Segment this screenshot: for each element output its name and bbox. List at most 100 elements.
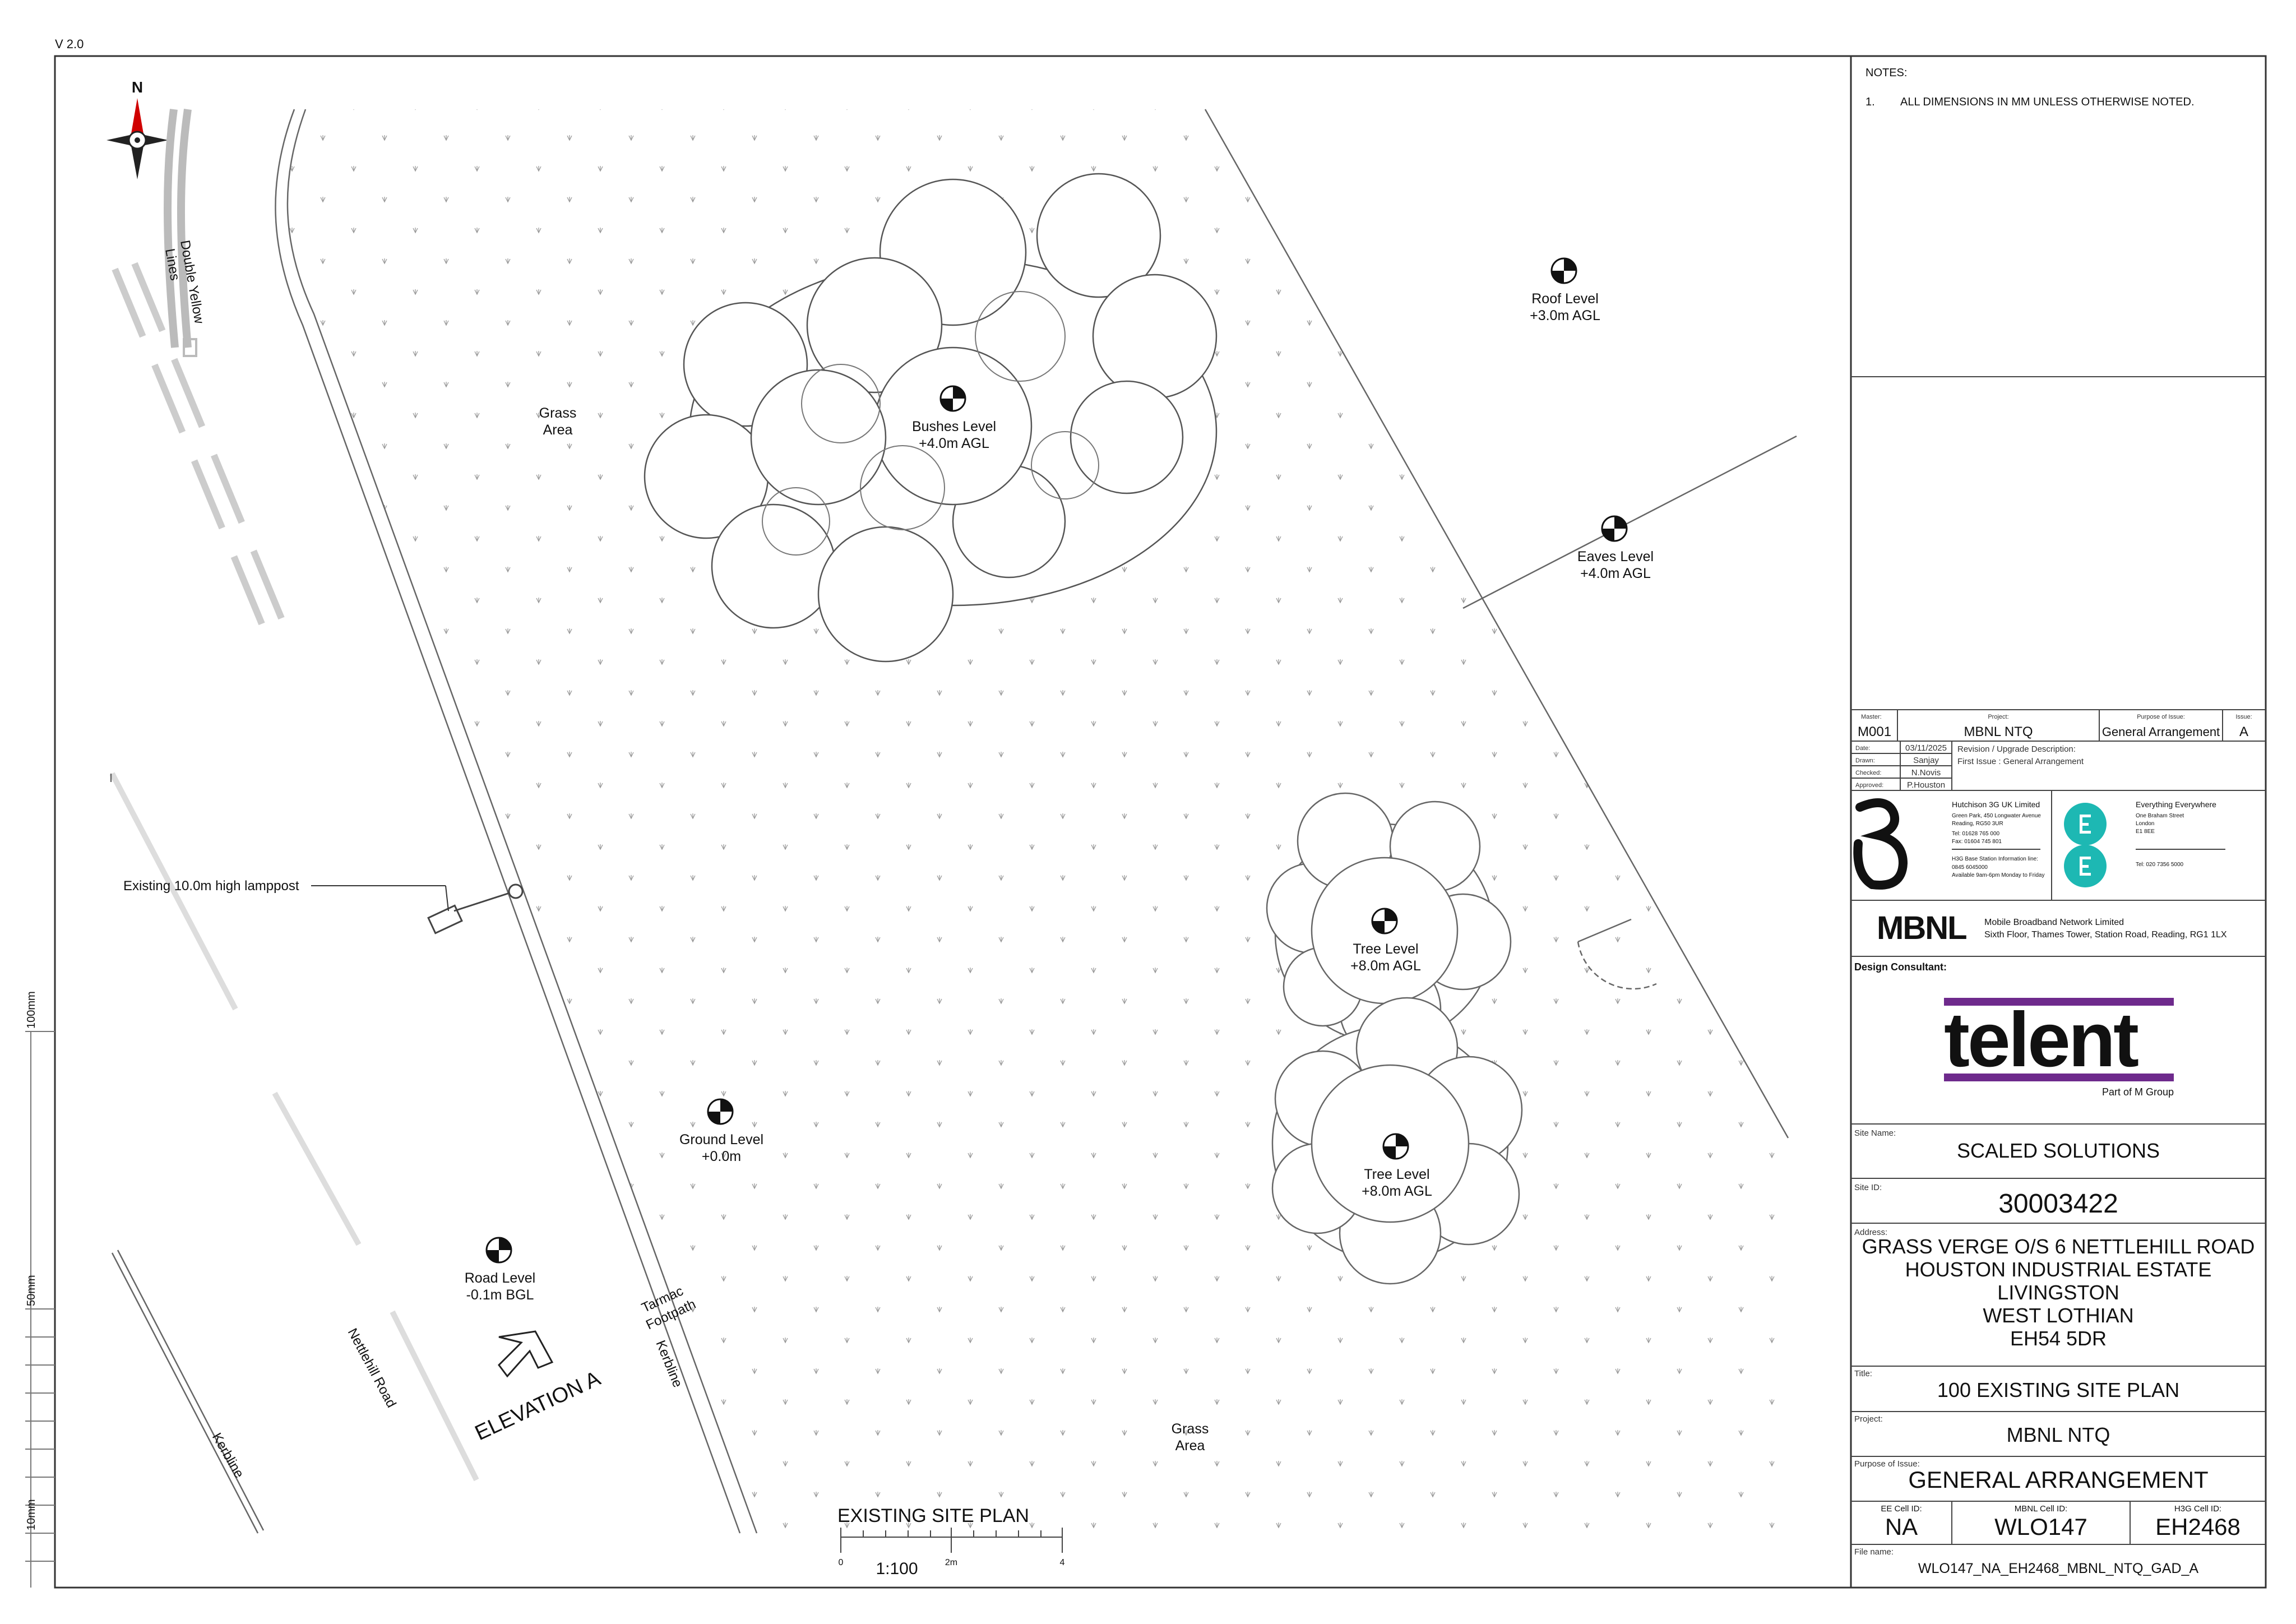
ee-cell-label: EE Cell ID: [1881,1504,1922,1514]
mbnl-logo: MBNL [1877,910,1966,946]
scale-ratio: 1:100 [876,1560,918,1578]
site-name-label: Site Name: [1854,1128,1896,1138]
ground-level-value: +0.0m [702,1149,741,1164]
site-id-value: 30003422 [1998,1189,2118,1219]
eaves-level-label: Eaves Level [1577,549,1654,565]
revision-label: Revision / Upgrade Description: [1957,744,2076,754]
bushes-level-value: +4.0m AGL [919,436,989,451]
issue-value: A [2239,724,2248,739]
date-label: Date: [1855,745,1870,752]
site-name-value: SCALED SOLUTIONS [1957,1139,2160,1162]
notes-heading: NOTES: [1866,67,1907,79]
mbnl-company: Mobile Broadband Network Limited [1984,918,2124,927]
ee-address: London [2136,821,2154,827]
north-label: N [132,78,143,96]
master-value: M001 [1858,724,1891,739]
drawing-frame [54,55,2267,1589]
purpose2-label: Purpose of Issue: [1854,1459,1920,1469]
issue-label: Issue: [2235,714,2252,720]
address-line: WEST LOTHIAN [1983,1304,2133,1327]
telent-bar-bottom [1944,1074,2174,1081]
ee-address: E1 8EE [2136,829,2155,835]
scale-tick-0: 0 [839,1558,844,1567]
road-name-label: Nettlehill Road [345,1326,399,1410]
kerbline-label: Kerbline [652,1338,685,1390]
margin-10mm: 10mm [25,1499,38,1530]
roof-level-value: +3.0m AGL [1530,308,1600,323]
h3g-cell-value: EH2468 [2155,1514,2241,1540]
level-marker-icon [485,257,1628,1264]
revision-value: First Issue : General Arrangement [1957,757,2084,766]
margin-50mm: 50mm [25,1275,38,1306]
site-boundary [1204,109,1797,1139]
tree-1-level-value: +8.0m AGL [1350,958,1421,974]
grass-area-label: Grass [539,405,577,421]
three-address: Green Park, 450 Longwater Avenue [1952,813,2041,819]
three-tel: Tel: 01628 765 000 [1952,831,2000,837]
mbnl-address: Sixth Floor, Thames Tower, Station Road,… [1984,930,2227,940]
three-info-line: H3G Base Station Information line: [1952,856,2038,862]
drawn-label: Drawn: [1855,757,1875,764]
address-line: HOUSTON INDUSTRIAL ESTATE [1905,1258,2212,1281]
three-logo-icon [1853,798,1908,890]
address-line: EH54 5DR [2010,1327,2107,1350]
elevation-label: ELEVATION A [471,1367,604,1445]
lamppost-icon [427,883,524,934]
roof-level-label: Roof Level [1531,291,1599,307]
bushes-outline [644,173,1218,663]
ee-company: Everything Everywhere [2136,800,2216,809]
three-fax: Fax: 01604 745 801 [1952,839,2002,845]
purpose-value: General Arrangement [2102,725,2220,739]
mbnl-cell-value: WLO147 [1994,1514,2087,1540]
margin-100mm: 100mm [25,991,38,1029]
project2-label: Project: [1854,1414,1883,1424]
h3g-cell-label: H3G Cell ID: [2174,1504,2221,1514]
scale-tick-2m: 2m [945,1558,957,1567]
tree-1-level-label: Tree Level [1353,941,1418,957]
master-label: Master: [1861,714,1882,720]
drawn-value: Sanjay [1913,756,1939,765]
grass-area-label: Area [543,422,573,438]
tree-2-level-value: +8.0m AGL [1362,1183,1432,1199]
version-label: V 2.0 [55,37,84,51]
approved-value: P.Houston [1907,780,1945,790]
site-id-label: Site ID: [1854,1183,1882,1192]
three-info-number: 0845 6045000 [1952,864,1988,871]
date-value: 03/11/2025 [1905,743,1947,753]
scale-tick-4: 4 [1060,1558,1065,1567]
address-line: LIVINGSTON [1997,1281,2119,1304]
design-consultant-label: Design Consultant: [1854,961,1947,973]
three-info-hours: Available 9am-6pm Monday to Friday [1952,872,2044,878]
project-label: Project: [1988,714,2008,720]
lamppost-label: Existing 10.0m high lamppost [123,878,299,894]
approved-label: Approved: [1855,782,1883,789]
title-block-grid [1851,376,2266,1545]
ee-address: One Braham Street [2136,813,2184,819]
elevation-arrow-icon [498,1330,554,1378]
telent-bar-top [1944,998,2174,1006]
three-company: Hutchison 3G UK Limited [1952,800,2040,809]
checked-value: N.Novis [1911,768,1941,778]
grass-area-label: Grass [1172,1421,1209,1437]
project-value: MBNL NTQ [1964,724,2033,739]
note-number: 1. [1866,96,1875,108]
margin-scale [25,1031,55,1588]
road-markings [112,262,286,630]
ground-level-label: Ground Level [679,1132,763,1148]
telent-sub: Part of M Group [2102,1086,2174,1098]
ee-tel: Tel: 020 7356 5000 [2136,862,2184,868]
scale-bar [840,1528,1063,1553]
kerb-lines [110,109,758,1534]
telent-logo: telent [1944,997,2138,1083]
grass-area-label: Area [1175,1438,1205,1454]
title-label: Title: [1854,1369,1872,1378]
address-label: Address: [1854,1228,1887,1237]
project2-value: MBNL NTQ [2007,1423,2110,1446]
road-level-label: Road Level [465,1270,535,1286]
mbnl-cell-label: MBNL Cell ID: [2015,1504,2067,1514]
purpose-label: Purpose of Issue: [2137,714,2185,720]
road-level-value: -0.1m BGL [466,1287,534,1303]
three-address: Reading, RG50 3UR [1952,821,2003,827]
purpose2-value: GENERAL ARRANGEMENT [1908,1466,2208,1493]
